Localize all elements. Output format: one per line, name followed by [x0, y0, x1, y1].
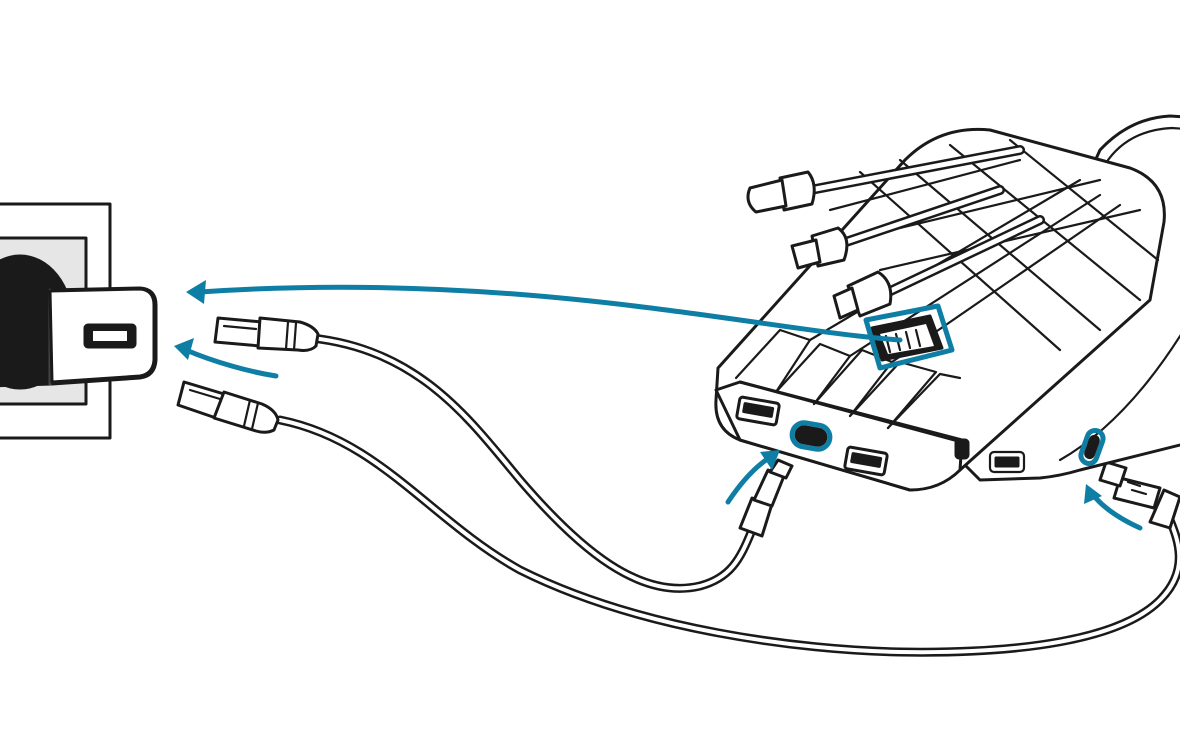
lightning-plug-housing: [778, 170, 816, 212]
cables: [275, 333, 1180, 657]
builtin-usbc-housing: [846, 270, 893, 318]
usb-a-plug-grip2: [292, 321, 298, 352]
power-bank-channel: [886, 372, 962, 430]
usb-a-plug-grip2-lower: [250, 401, 260, 431]
smartphone-side: [1058, 334, 1180, 462]
usb-a-plug-metal: [213, 316, 264, 348]
wall-charger-icon: [0, 286, 158, 388]
smartphone-port-highlight: [1078, 428, 1106, 466]
micro-usb-phone-tip: [1098, 460, 1128, 488]
smartphone-port: [1084, 434, 1100, 460]
builtin-cable-top-fill: [797, 147, 1023, 195]
builtin-usbc-tip: [832, 286, 860, 320]
usb-a-plug-detail-lower: [188, 388, 222, 401]
micro-usb-phone-housing: [1148, 488, 1180, 530]
flow-arrow-icon: [725, 457, 769, 505]
usb-a-plug-icon: [213, 316, 320, 352]
power-bank-usb-a-port-right-inner: [850, 452, 883, 468]
micro-usb-plug-icon: [738, 458, 794, 538]
flow-arrow-icon: [197, 284, 903, 343]
usb-a-plug-grip: [284, 320, 290, 351]
power-bank-channel: [848, 360, 938, 430]
micro-usb-plug-icon: [1098, 460, 1180, 530]
built-in-cables: [746, 145, 1045, 371]
usb-c-plug-icon: [832, 270, 893, 320]
usb-a-plug-icon: [176, 380, 280, 434]
lightning-plug-tip: [746, 178, 788, 214]
power-bank-usb-a-port-left-inner: [742, 402, 775, 418]
micro-usb-plug-icon: [790, 226, 849, 270]
arrowhead-icon: [174, 338, 194, 360]
arrowhead-icon: [186, 280, 206, 304]
smartphone-edge: [1106, 126, 1180, 162]
lightning-plug-icon: [746, 170, 816, 214]
usb-a-plug-housing-lower: [212, 390, 280, 434]
cable-upper-fill: [310, 336, 754, 591]
charger-usb-port-tongue: [93, 331, 127, 341]
flow-arrow-icon: [1091, 493, 1143, 531]
smartphone-usb-port-inner: [994, 456, 1020, 468]
arrowhead-icon: [760, 450, 780, 470]
power-bank-channel: [774, 342, 852, 406]
flow-arrow-icon: [183, 347, 279, 379]
builtin-usb-a-highlight: [863, 303, 955, 371]
usb-a-plug-detail: [222, 324, 258, 331]
micro-usb-tip: [768, 458, 794, 480]
builtin-micro-tip: [790, 238, 822, 270]
micro-usb-phone-symbol: [1126, 480, 1148, 496]
flow-arrows: [174, 280, 1143, 531]
power-bank-usb-c-port: [794, 425, 828, 447]
builtin-cable-lower-fill: [877, 217, 1043, 299]
arrowhead-icon: [1084, 484, 1102, 504]
cable-lower-fill: [278, 418, 1180, 655]
builtin-usb-a-input: [863, 303, 955, 371]
builtin-cable-middle-fill: [837, 187, 1003, 247]
power-bank-side-port: [954, 438, 970, 460]
usb-a-plug-grip-lower: [242, 398, 252, 428]
power-bank-usb-c-port-highlight: [789, 420, 833, 452]
micro-usb-phone-body: [1112, 476, 1162, 510]
builtin-micro-housing: [810, 226, 849, 268]
power-bank-channel: [734, 328, 812, 394]
